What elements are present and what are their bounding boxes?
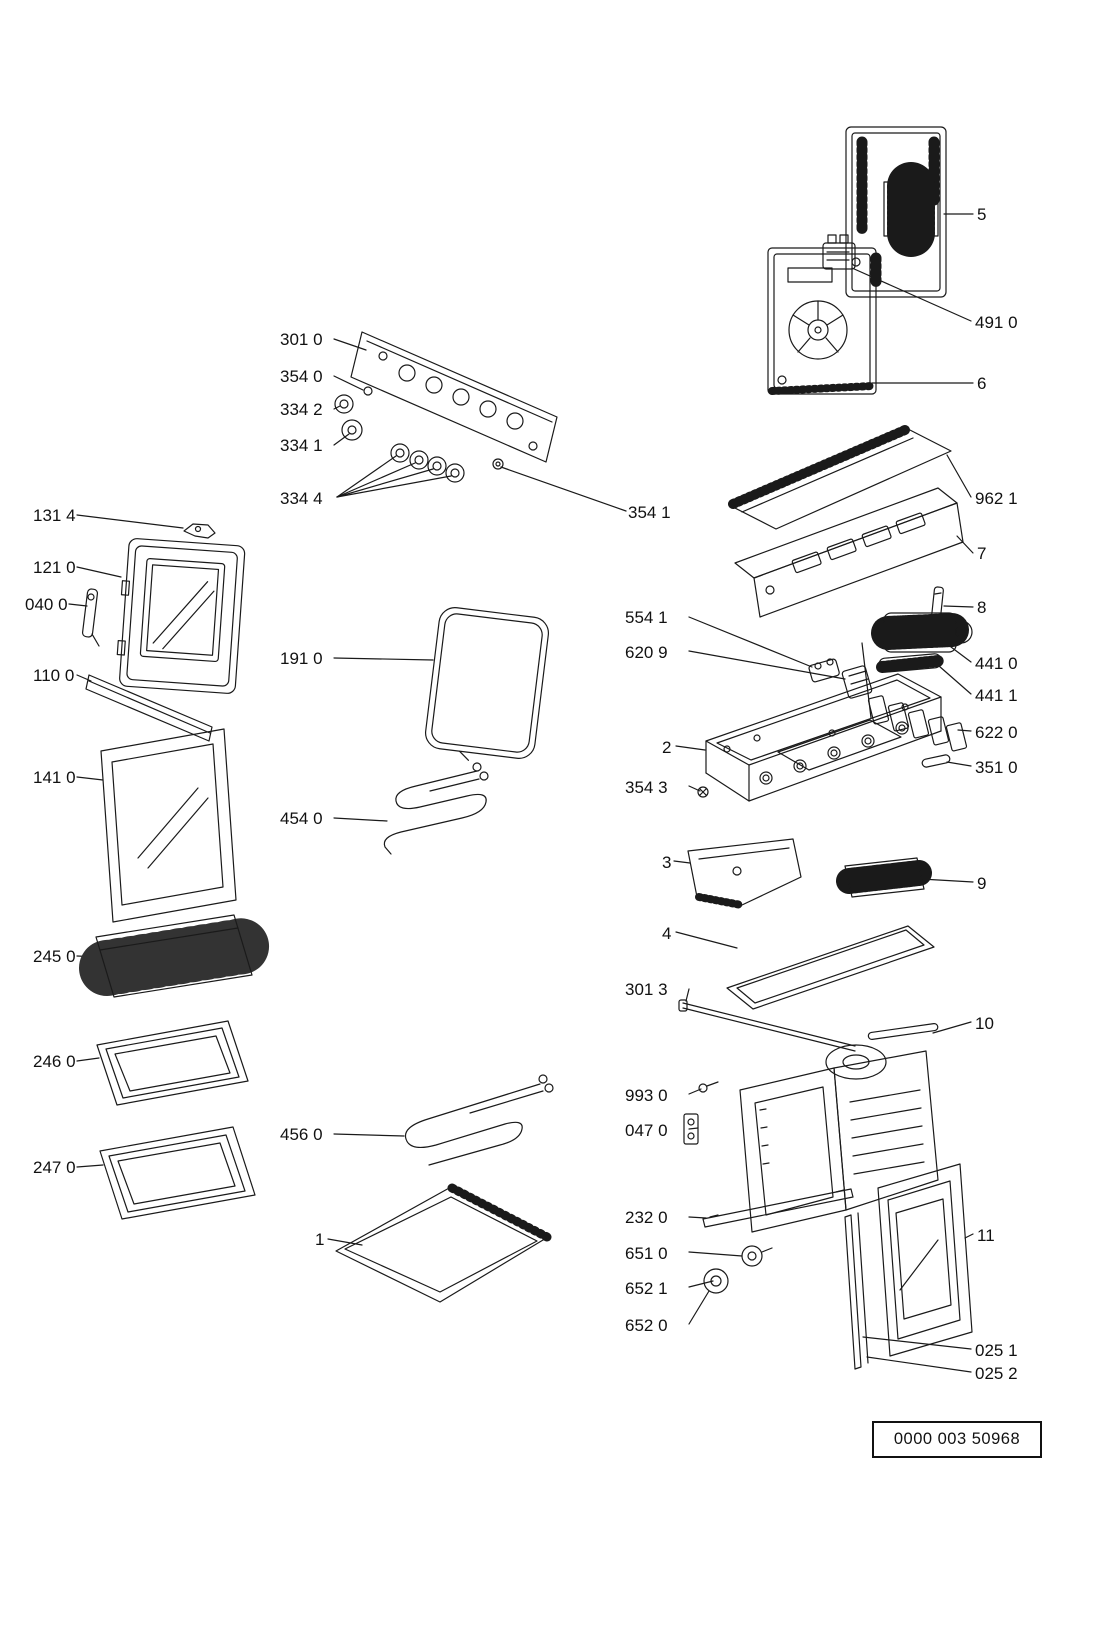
part-label-025-1: 025 1 — [975, 1341, 1018, 1360]
part-shaft — [867, 1023, 939, 1040]
part-label-491-0: 491 0 — [975, 313, 1018, 332]
part-label-351-0: 351 0 — [975, 758, 1018, 777]
part-side-strips — [844, 1212, 869, 1370]
part-deep-tray — [99, 1126, 256, 1220]
part-label-354-0: 354 0 — [280, 367, 323, 386]
part-label-5: 5 — [977, 205, 987, 224]
part-label-191-0: 191 0 — [280, 649, 323, 668]
part-label-6: 6 — [977, 374, 987, 393]
part-rod — [678, 999, 856, 1052]
part-label-993-0: 993 0 — [625, 1086, 668, 1105]
part-label-301-0: 301 0 — [280, 330, 323, 349]
part-label-651-0: 651 0 — [625, 1244, 668, 1263]
part-spacer-block — [683, 1113, 699, 1145]
part-label-047-0: 047 0 — [625, 1121, 668, 1140]
part-label-121-0: 121 0 — [33, 558, 76, 577]
part-thermostat-block — [822, 234, 856, 270]
part-pin — [921, 754, 951, 768]
part-door-inner-frame — [116, 538, 246, 694]
part-label-334-2: 334 2 — [280, 400, 323, 419]
part-label-354-1: 354 1 — [628, 503, 671, 522]
part-top-sheet — [728, 425, 952, 530]
part-label-334-4: 334 4 — [280, 489, 323, 508]
part-screw-small — [698, 1081, 719, 1093]
part-motor-element — [876, 653, 944, 673]
part-door-seal — [424, 607, 550, 761]
part-label-040-0: 040 0 — [25, 595, 68, 614]
document-number: 0000 003 50968 — [893, 1430, 1021, 1448]
part-oven-cavity — [739, 1044, 939, 1233]
part-door-trim — [85, 674, 213, 742]
part-label-245-0: 245 0 — [33, 947, 76, 966]
part-side-bracket — [687, 838, 802, 909]
part-upper-housing — [705, 673, 942, 802]
part-rear-panel-fan — [767, 247, 877, 395]
part-door-hinge-bracket — [183, 523, 216, 539]
part-wire-rack — [79, 914, 271, 998]
part-label-652-0: 652 0 — [625, 1316, 668, 1335]
part-label-025-2: 025 2 — [975, 1364, 1018, 1383]
part-bottom-heating-element — [383, 762, 489, 855]
part-label-232-0: 232 0 — [625, 1208, 668, 1227]
part-label-554-1: 554 1 — [625, 608, 668, 627]
part-oven-door — [877, 1163, 973, 1357]
part-label-141-0: 141 0 — [33, 768, 76, 787]
part-door-latch — [81, 588, 100, 647]
part-inner-shelf — [726, 925, 935, 1010]
part-baking-tray — [96, 1020, 249, 1106]
part-label-456-0: 456 0 — [280, 1125, 323, 1144]
part-control-panel — [350, 331, 558, 470]
part-knobs-lower — [703, 1245, 773, 1294]
part-hatched-panel — [836, 857, 932, 898]
part-label-11: 11 — [977, 1226, 995, 1245]
part-label-962-1: 962 1 — [975, 489, 1018, 508]
part-label-620-9: 620 9 — [625, 643, 668, 662]
part-bottom-panel — [335, 1183, 552, 1303]
part-relays — [867, 695, 968, 752]
part-grill-heating-element — [404, 1074, 554, 1166]
part-label-10: 10 — [975, 1014, 994, 1033]
part-label-454-0: 454 0 — [280, 809, 323, 828]
part-control-knobs — [334, 386, 465, 483]
part-fan-motor — [871, 612, 973, 653]
part-label-354-3: 354 3 — [625, 778, 668, 797]
part-label-110-0: 110 0 — [33, 666, 75, 685]
part-label-441-1: 441 1 — [975, 686, 1018, 705]
part-label-441-0: 441 0 — [975, 654, 1018, 673]
part-label-2: 2 — [662, 738, 672, 757]
part-door-outer-glass — [100, 728, 237, 923]
part-label-1: 1 — [315, 1230, 325, 1249]
part-label-247-0: 247 0 — [33, 1158, 76, 1177]
part-screw — [697, 786, 709, 798]
part-front-trim — [702, 1188, 854, 1228]
part-label-652-1: 652 1 — [625, 1279, 668, 1298]
part-label-622-0: 622 0 — [975, 723, 1018, 742]
part-lower-top-panel — [734, 487, 964, 618]
part-label-246-0: 246 0 — [33, 1052, 76, 1071]
part-label-131-4: 131 4 — [33, 506, 76, 525]
part-label-8: 8 — [977, 598, 987, 617]
part-label-3: 3 — [662, 853, 672, 872]
document-number-box: 0000 003 50968 — [872, 1421, 1042, 1458]
part-label-9: 9 — [977, 874, 987, 893]
part-label-7: 7 — [977, 544, 987, 563]
part-label-4: 4 — [662, 924, 672, 943]
part-label-301-3: 301 3 — [625, 980, 668, 999]
part-terminal-block — [841, 665, 873, 699]
part-label-334-1: 334 1 — [280, 436, 323, 455]
